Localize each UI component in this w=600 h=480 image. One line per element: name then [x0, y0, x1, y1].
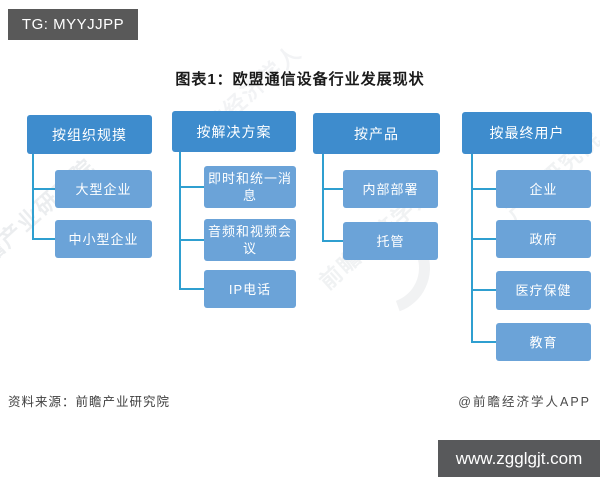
node-government: 政府 — [496, 220, 591, 258]
node-header-org-size: 按组织规摸 — [27, 115, 152, 154]
website-url-badge: www.zgglgjt.com — [438, 440, 600, 477]
connector-line — [471, 238, 497, 240]
connector-line — [471, 289, 497, 291]
node-header-solution: 按解决方案 — [172, 111, 296, 152]
node-audio-video-conferencing: 音频和视频会议 — [204, 219, 296, 261]
connector-line — [471, 153, 473, 342]
node-ip-telephony: IP电话 — [204, 270, 296, 308]
node-large-enterprise: 大型企业 — [55, 170, 152, 208]
connector-line — [179, 288, 205, 290]
connector-line — [179, 239, 205, 241]
connector-line — [322, 240, 344, 242]
node-header-product: 按产品 — [313, 113, 440, 154]
node-header-end-user: 按最终用户 — [462, 112, 592, 154]
node-sme: 中小型企业 — [55, 220, 152, 258]
node-education: 教育 — [496, 323, 591, 361]
connector-line — [32, 238, 56, 240]
connector-line — [471, 341, 497, 343]
connector-line — [322, 153, 324, 241]
node-healthcare: 医疗保健 — [496, 271, 591, 310]
connector-line — [32, 188, 56, 190]
channel-tag-badge: TG: MYYJJPP — [8, 9, 138, 40]
connector-line — [179, 186, 205, 188]
data-source-note: 资料来源：前瞻产业研究院 — [8, 395, 171, 409]
connector-line — [32, 153, 34, 240]
node-instant-unified-messaging: 即时和统一消息 — [204, 166, 296, 208]
connector-line — [179, 151, 181, 290]
node-on-premise: 内部部署 — [343, 170, 438, 208]
node-enterprise: 企业 — [496, 170, 591, 208]
connector-line — [322, 188, 344, 190]
credit-note: @前瞻经济学人APP — [458, 395, 591, 409]
chart-title: 图表1：欧盟通信设备行业发展现状 — [175, 71, 425, 88]
node-hosted: 托管 — [343, 222, 438, 260]
connector-line — [471, 188, 497, 190]
